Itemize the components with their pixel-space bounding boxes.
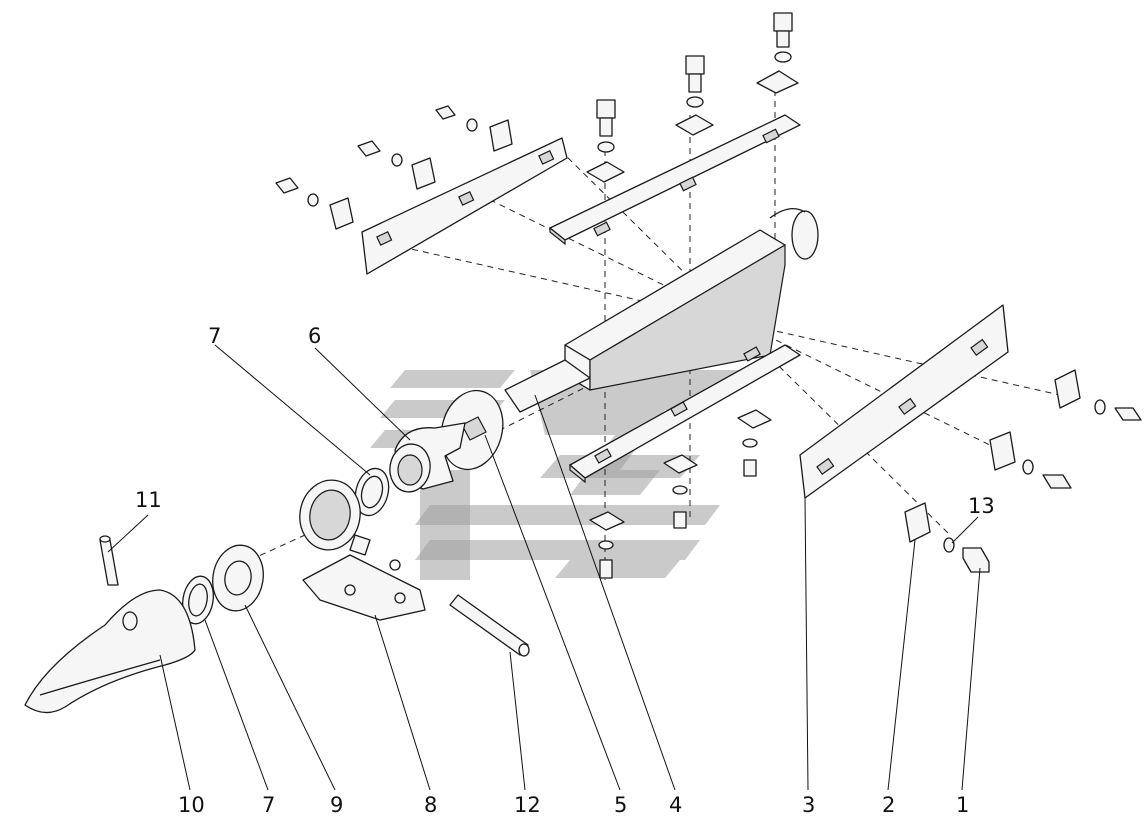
pin-11 [99, 535, 119, 586]
hub-6 [389, 422, 466, 493]
seal-ring-7-upper [354, 467, 390, 517]
bearing-bracket-8 [299, 479, 426, 621]
callout-8: 8 [424, 793, 437, 817]
rear-mounting-plate [361, 137, 568, 275]
rear-bolt-set [275, 105, 513, 230]
upper-bolt-set [586, 12, 799, 183]
callout-6: 6 [308, 324, 321, 348]
callout-10: 10 [178, 793, 205, 817]
callout-2: 2 [882, 793, 895, 817]
square-washer-a [329, 197, 354, 230]
square-washer-2 [904, 502, 931, 543]
pin-12 [449, 594, 530, 657]
main-beam [504, 207, 819, 413]
callout-1: 1 [956, 793, 969, 817]
front-bolt-set [904, 369, 1142, 573]
lower-bolt-set [589, 409, 772, 579]
lower-support-bar [569, 344, 801, 484]
upper-support-bar [549, 114, 801, 246]
bearing-9 [212, 544, 264, 612]
tip-10 [24, 589, 196, 714]
callout-5: 5 [614, 793, 627, 817]
leader-lines [107, 344, 981, 791]
callout-9: 9 [330, 793, 343, 817]
square-washer-c [489, 119, 513, 152]
front-mounting-plate [799, 304, 1009, 499]
callout-13: 13 [968, 494, 995, 518]
callout-4: 4 [669, 793, 682, 817]
callout-labels: 11 7 6 13 10 7 9 8 12 5 4 3 2 1 [135, 324, 995, 817]
callout-3: 3 [802, 793, 815, 817]
callout-7-upper: 7 [208, 324, 221, 348]
spring-washer-13 [943, 537, 955, 553]
bolt-1 [962, 547, 990, 573]
callout-7-lower: 7 [262, 793, 275, 817]
callout-12: 12 [514, 793, 541, 817]
callout-11: 11 [135, 488, 162, 512]
seal-ring-7-lower [182, 575, 214, 625]
square-washer-b [411, 157, 436, 190]
